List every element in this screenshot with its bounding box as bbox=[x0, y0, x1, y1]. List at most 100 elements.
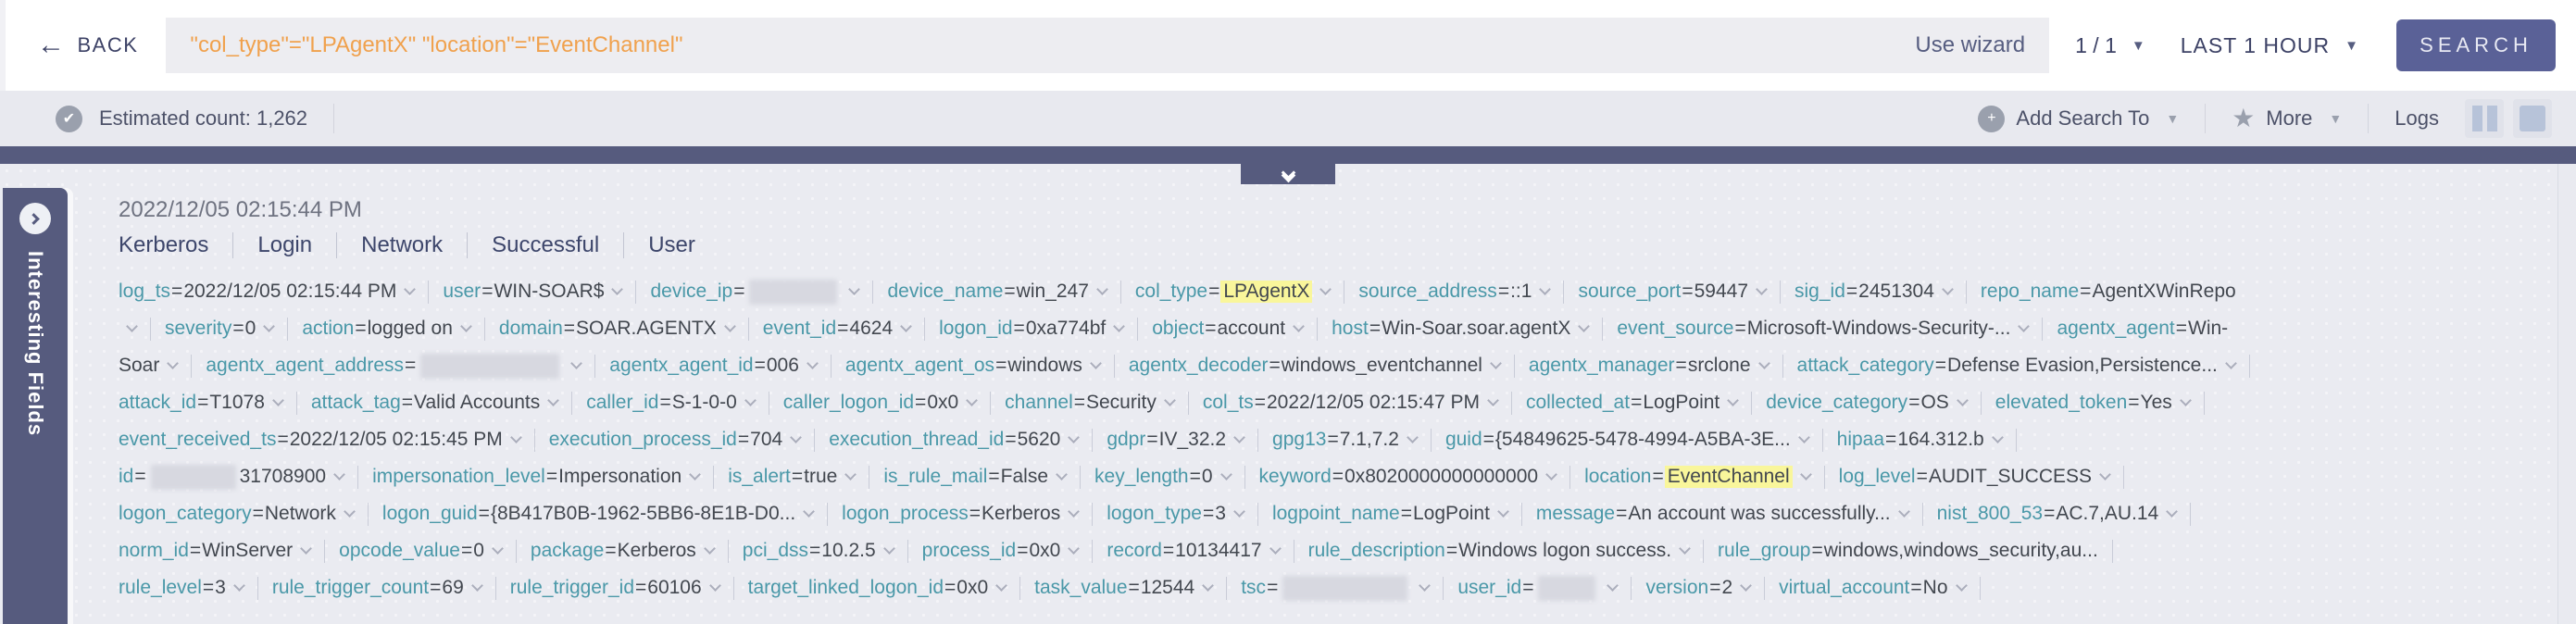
chevron-down-icon[interactable] bbox=[1799, 468, 1812, 480]
field-execution_process_id[interactable]: execution_process_id=704 bbox=[549, 429, 815, 452]
compact-view-button[interactable] bbox=[2513, 99, 2552, 138]
chevron-down-icon[interactable] bbox=[1090, 357, 1102, 369]
field-event_id[interactable]: event_id=4624 bbox=[763, 318, 925, 341]
field-key_length[interactable]: key_length=0 bbox=[1094, 466, 1245, 489]
field-agentx_agent_os[interactable]: agentx_agent_os=windows bbox=[845, 355, 1115, 378]
field-record[interactable]: record=10134417 bbox=[1107, 540, 1294, 563]
chevron-down-icon[interactable] bbox=[547, 394, 560, 406]
chevron-down-icon[interactable] bbox=[1727, 394, 1740, 406]
chevron-down-icon[interactable] bbox=[689, 468, 702, 480]
chevron-down-icon[interactable] bbox=[703, 543, 716, 555]
chevron-down-icon[interactable] bbox=[167, 357, 180, 369]
chevron-down-icon[interactable] bbox=[803, 505, 816, 518]
field-host[interactable]: host=Win-Soar.soar.agentX bbox=[1332, 318, 1603, 341]
chevron-down-icon[interactable] bbox=[1539, 283, 1552, 295]
field-rule_trigger_count[interactable]: rule_trigger_count=69 bbox=[272, 577, 496, 600]
field-caller_id[interactable]: caller_id=S-1-0-0 bbox=[586, 392, 769, 415]
scrollbar-gutter[interactable] bbox=[2557, 164, 2576, 624]
use-wizard-button[interactable]: Use wizard bbox=[1915, 32, 2026, 57]
field-agentx_agent[interactable]: agentx_agent=Win- bbox=[2057, 318, 2228, 340]
chevron-down-icon[interactable] bbox=[232, 580, 245, 592]
field-col_ts[interactable]: col_ts=2022/12/05 02:15:47 PM bbox=[1203, 392, 1512, 415]
chevron-down-icon[interactable] bbox=[1293, 320, 1305, 332]
field-message[interactable]: message=An account was successfully... bbox=[1536, 503, 1923, 526]
chevron-down-icon[interactable] bbox=[1202, 580, 1215, 592]
time-range-dropdown[interactable]: LAST 1 HOUR ▼ bbox=[2181, 33, 2359, 58]
add-search-to-dropdown[interactable]: + Add Search To ▼ bbox=[1978, 105, 2179, 132]
field-attack_id[interactable]: attack_id=T1078 bbox=[119, 392, 297, 415]
chevron-down-icon[interactable] bbox=[1163, 394, 1176, 406]
chevron-down-icon[interactable] bbox=[882, 543, 895, 555]
chevron-down-icon[interactable] bbox=[995, 580, 1008, 592]
field-col_type[interactable]: col_type=LPAgentX bbox=[1135, 281, 1345, 304]
tag-user[interactable]: User bbox=[623, 232, 695, 258]
field-agentx_decoder[interactable]: agentx_decoder=windows_eventchannel bbox=[1129, 355, 1515, 378]
field-id[interactable]: id=31708900 bbox=[119, 464, 358, 490]
field-domain[interactable]: domain=SOAR.AGENTX bbox=[499, 318, 749, 341]
field-is_rule_mail[interactable]: is_rule_mail=False bbox=[883, 466, 1081, 489]
field-version[interactable]: version=2 bbox=[1645, 577, 1765, 600]
field-target_linked_logon_id[interactable]: target_linked_logon_id=0x0 bbox=[748, 577, 1020, 600]
more-dropdown[interactable]: ★ More ▼ bbox=[2232, 106, 2342, 131]
chevron-down-icon[interactable] bbox=[509, 431, 522, 443]
field-keyword[interactable]: keyword=0x8020000000000000 bbox=[1259, 466, 1571, 489]
field-channel[interactable]: channel=Security bbox=[1005, 392, 1189, 415]
expand-chart-button[interactable] bbox=[1241, 164, 1335, 184]
field-log_ts[interactable]: log_ts=2022/12/05 02:15:44 PM bbox=[119, 281, 429, 304]
field-device_ip[interactable]: device_ip= bbox=[650, 279, 873, 305]
field-norm_id[interactable]: norm_id=WinServer bbox=[119, 540, 325, 563]
chevron-down-icon[interactable] bbox=[2179, 394, 2192, 406]
tag-successful[interactable]: Successful bbox=[467, 232, 599, 258]
chevron-down-icon[interactable] bbox=[263, 320, 276, 332]
field-is_alert[interactable]: is_alert=true bbox=[728, 466, 869, 489]
chevron-down-icon[interactable] bbox=[1096, 283, 1108, 295]
chevron-down-icon[interactable] bbox=[807, 357, 819, 369]
page-indicator-dropdown[interactable]: 1 / 1 ▼ bbox=[2075, 33, 2145, 58]
field-user_id[interactable]: user_id= bbox=[1457, 575, 1632, 601]
chevron-down-icon[interactable] bbox=[1991, 431, 2004, 443]
chevron-down-icon[interactable] bbox=[126, 320, 138, 332]
field-attack_tag[interactable]: attack_tag=Valid Accounts bbox=[311, 392, 572, 415]
field-agentx_agent_id[interactable]: agentx_agent_id=006 bbox=[609, 355, 832, 378]
field-severity[interactable]: severity=0 bbox=[165, 318, 288, 341]
chevron-down-icon[interactable] bbox=[1797, 431, 1810, 443]
field-location[interactable]: location=EventChannel bbox=[1584, 466, 1825, 489]
chevron-down-icon[interactable] bbox=[1068, 431, 1081, 443]
field-logon_guid[interactable]: logon_guid={8B417B0B-1962-5BB6-8E1B-D0..… bbox=[382, 503, 828, 526]
field-agentx_agent_address[interactable]: agentx_agent_address= bbox=[206, 353, 595, 379]
field-guid[interactable]: guid={54849625-5478-4994-A5BA-3E... bbox=[1445, 429, 1823, 452]
field-logon_category[interactable]: logon_category=Network bbox=[119, 503, 369, 526]
field-rule_trigger_id[interactable]: rule_trigger_id=60106 bbox=[510, 577, 734, 600]
field-process_id[interactable]: process_id=0x0 bbox=[922, 540, 1094, 563]
field-source_address[interactable]: source_address=::1 bbox=[1358, 281, 1564, 304]
chevron-down-icon[interactable] bbox=[460, 320, 472, 332]
field-rule_level[interactable]: rule_level=3 bbox=[119, 577, 258, 600]
chevron-down-icon[interactable] bbox=[1056, 468, 1068, 480]
chevron-down-icon[interactable] bbox=[1419, 580, 1432, 592]
tag-network[interactable]: Network bbox=[336, 232, 443, 258]
field-object[interactable]: object=account bbox=[1152, 318, 1318, 341]
field-rule_group[interactable]: rule_group=windows,windows_security,au..… bbox=[1718, 540, 2113, 563]
field-pci_dss[interactable]: pci_dss=10.2.5 bbox=[743, 540, 908, 563]
field-action[interactable]: action=logged on bbox=[302, 318, 485, 341]
field-logon_id[interactable]: logon_id=0xa774bf bbox=[939, 318, 1138, 341]
field-user[interactable]: user=WIN-SOAR$ bbox=[443, 281, 636, 304]
field-elevated_token[interactable]: elevated_token=Yes bbox=[1995, 392, 2205, 415]
chevron-down-icon[interactable] bbox=[1740, 580, 1753, 592]
chevron-down-icon[interactable] bbox=[1679, 543, 1691, 555]
field-opcode_value[interactable]: opcode_value=0 bbox=[339, 540, 517, 563]
chevron-down-icon[interactable] bbox=[1942, 283, 1954, 295]
field-impersonation_level[interactable]: impersonation_level=Impersonation bbox=[372, 466, 714, 489]
field-package[interactable]: package=Kerberos bbox=[531, 540, 729, 563]
chevron-down-icon[interactable] bbox=[1490, 357, 1502, 369]
field-source_port[interactable]: source_port=59447 bbox=[1578, 281, 1781, 304]
chevron-down-icon[interactable] bbox=[1956, 394, 1969, 406]
chevron-down-icon[interactable] bbox=[470, 580, 483, 592]
chevron-down-icon[interactable] bbox=[966, 394, 979, 406]
field-rule_description[interactable]: rule_description=Windows logon success. bbox=[1308, 540, 1704, 563]
chevron-down-icon[interactable] bbox=[1068, 543, 1081, 555]
field-virtual_account[interactable]: virtual_account=No bbox=[1779, 577, 1980, 600]
chevron-down-icon[interactable] bbox=[2225, 357, 2237, 369]
chevron-down-icon[interactable] bbox=[1068, 505, 1081, 518]
chevron-down-icon[interactable] bbox=[1757, 357, 1770, 369]
